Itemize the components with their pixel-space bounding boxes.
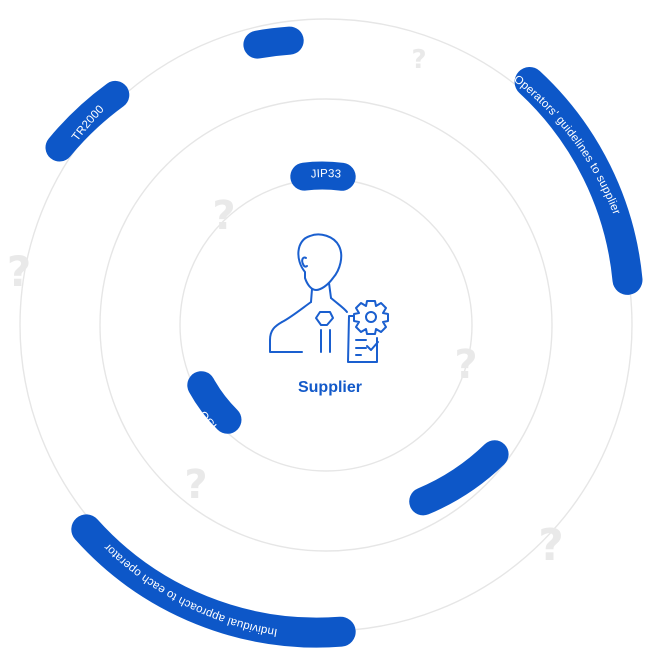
badge-jip33 [290,161,356,191]
badge-jip33-label: JIP33 [310,168,341,181]
badge-sti-label: STI [289,7,309,21]
badge-norsok [409,440,509,516]
question-mark-icon: ? [212,193,235,239]
badge-tr2000 [45,80,130,162]
question-mark-icon: ? [538,520,564,571]
supplier-icon [269,233,389,363]
center-label: Supplier [298,379,362,396]
question-mark-icon: ? [184,462,207,508]
badge-sti [243,26,304,59]
badge-operators-guidelines [514,67,643,295]
middle-ring [99,98,553,552]
question-mark-icon: ? [411,45,426,75]
question-mark-icon: ? [454,342,477,388]
badge-individual-approach [71,514,356,648]
question-mark-icon: ? [7,247,31,296]
badge-iso [187,371,242,434]
